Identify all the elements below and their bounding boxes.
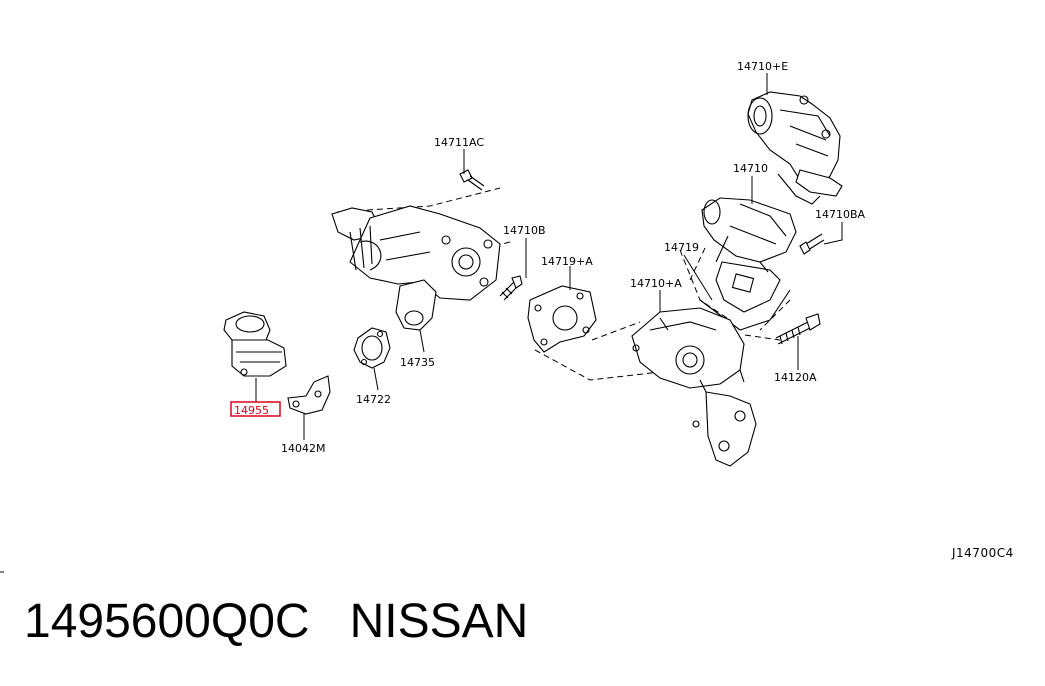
solenoid-valve-14955-part[interactable] [223,311,287,377]
bolt-14120a-part[interactable] [775,313,821,345]
egr-valve-body-part[interactable] [631,307,757,467]
label-14719a[interactable]: 14719+A [541,255,593,268]
label-14710a[interactable]: 14710+A [630,277,682,290]
egr-cooler-part[interactable] [331,205,501,331]
brand-name: NISSAN [349,595,529,648]
label-14719[interactable]: 14719 [664,241,699,254]
bolt-14711ac-part[interactable] [459,169,485,191]
label-14735[interactable]: 14735 [400,356,435,369]
label-14955-highlighted[interactable]: 14955 [234,404,269,417]
part-number: 1495600Q0C [24,595,310,648]
footer-title: 1495600Q0C NISSAN [24,598,528,646]
highlight-box [230,401,281,417]
leader-lines [255,73,843,440]
label-14711ac[interactable]: 14711AC [434,136,484,149]
label-14120a[interactable]: 14120A [774,371,817,384]
egr-actuator-part[interactable] [747,91,843,205]
gasket-14722-part[interactable] [353,327,391,369]
egr-valve-part[interactable] [699,197,797,331]
label-14042m[interactable]: 14042M [281,442,325,455]
gasket-14719a-part[interactable] [527,285,597,353]
bolt-14710ba-part[interactable] [799,233,825,255]
diagram-code: J14700C4 [951,546,1014,560]
label-14710ba[interactable]: 14710BA [815,208,866,221]
label-14710b[interactable]: 14710B [503,224,546,237]
part-labels: 14710+E 14710 14710BA 14711AC 14710B 147… [230,60,1014,560]
label-14710[interactable]: 14710 [733,162,768,175]
label-14710e[interactable]: 14710+E [737,60,788,73]
stud-14710b-part[interactable] [499,275,523,301]
bracket-14042m-part[interactable] [287,375,331,415]
label-14722[interactable]: 14722 [356,393,391,406]
